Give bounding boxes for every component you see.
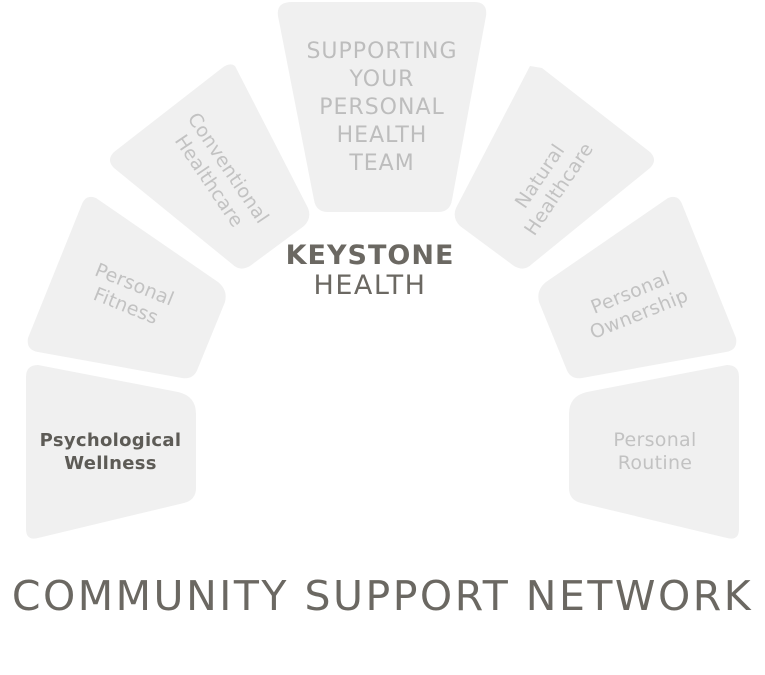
brand-logo-text: KEYSTONE HEALTH	[230, 240, 510, 300]
network-title: COMMUNITY SUPPORT NETWORK	[11, 572, 754, 620]
brand-name-line2: HEALTH	[313, 270, 427, 301]
label-personal-routine: Personal Routine	[613, 429, 697, 474]
brand-name-line1: KEYSTONE	[285, 240, 455, 271]
label-psychological-wellness: Psychological Wellness	[39, 430, 182, 474]
label-supporting-health-team: SUPPORTING YOUR PERSONAL HEALTH TEAM	[306, 39, 458, 176]
